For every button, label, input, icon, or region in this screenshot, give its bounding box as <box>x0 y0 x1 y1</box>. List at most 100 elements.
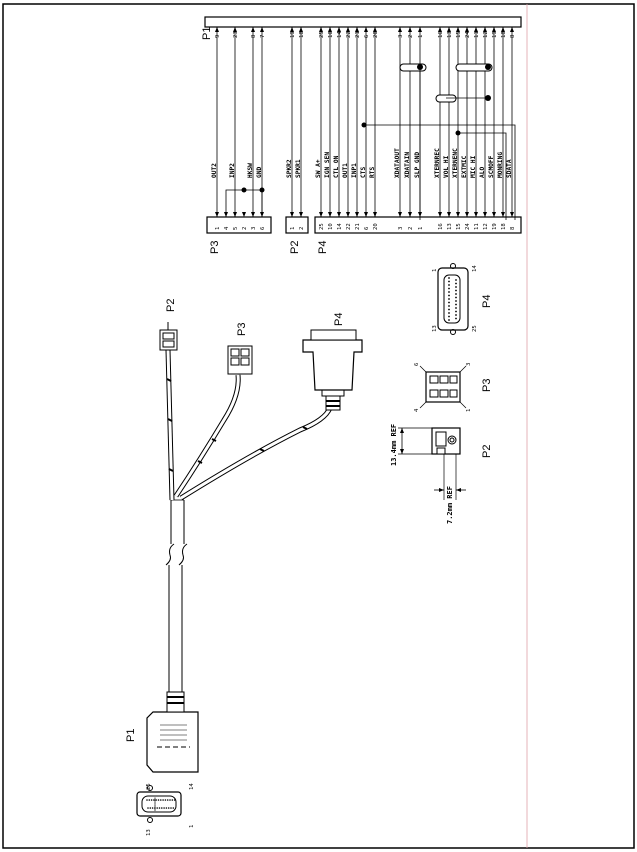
p4-socket <box>448 294 450 297</box>
p4-socket <box>448 319 450 321</box>
p1-socket <box>155 799 157 801</box>
p4-socket <box>455 296 457 299</box>
p4-pin-label-1: 1 <box>432 269 438 272</box>
p3-pin-number: 1 <box>215 227 221 230</box>
p4-p1-pin-number: 10 <box>328 31 334 38</box>
p4-p1-pin-number: 21 <box>355 31 361 38</box>
p2-connector-label: P2 <box>165 299 177 312</box>
p4-connector-label: P4 <box>333 313 345 326</box>
p4-p1-pin-number: 13 <box>447 31 453 38</box>
p4-pin-number: 10 <box>328 223 334 230</box>
p4-socket <box>448 291 450 293</box>
p4-pin-label-13: 13 <box>432 325 438 332</box>
p3-signal-name: OUT2 <box>211 163 218 178</box>
p4-pin-number: 6 <box>364 227 370 230</box>
p4-signal-name: MONRING <box>497 152 504 178</box>
p4-socket <box>448 308 450 311</box>
p4-signal-name: INP1 <box>351 163 358 178</box>
p1-socket <box>150 799 153 801</box>
p4-signal-name: OUT1 <box>342 163 349 178</box>
p4-signal-name: SW A+ <box>315 159 322 178</box>
p4-pin-number: 16 <box>438 223 444 230</box>
p4-signal-name: SCMOFF <box>488 155 495 178</box>
p4-socket <box>455 300 457 302</box>
p3-pin-strip <box>206 216 272 234</box>
p4-socket <box>455 310 457 313</box>
p4-socket <box>455 303 457 306</box>
p4-socket <box>448 287 450 290</box>
p4-p1-pin-number: 3 <box>398 35 404 38</box>
p3-pin-number: 3 <box>251 227 257 230</box>
p4-pin-number: 21 <box>355 223 361 230</box>
p1-socket <box>149 807 152 809</box>
p3-schematic-label: P3 <box>209 241 221 254</box>
p3-pin-number: 4 <box>224 226 230 230</box>
p4-socket <box>455 314 457 316</box>
p1-socket <box>146 799 148 801</box>
p1-socket <box>154 810 156 812</box>
p1-socket <box>154 807 156 809</box>
p4-pin-number: 14 <box>337 223 343 230</box>
p1-socket <box>160 799 162 801</box>
p1-socket <box>154 801 156 803</box>
p3-p1-pin-number: 8 <box>251 34 257 38</box>
cable-tick <box>211 438 217 442</box>
p4-socket <box>448 298 450 300</box>
p3-p1-pin-number: 23 <box>233 31 239 38</box>
p3-signal-name: HKSW <box>247 163 254 178</box>
p4-socket <box>448 315 450 318</box>
p4-socket <box>455 279 457 281</box>
p4-socket <box>448 301 450 304</box>
p3-jumper <box>225 187 265 217</box>
p4-pin-number: 22 <box>346 223 352 230</box>
p4-p1-pin-number: 1 <box>418 35 424 38</box>
p4-connector: P4 <box>302 313 363 411</box>
p4-face-label: P4 <box>481 295 493 308</box>
p1-socket <box>154 805 156 807</box>
p3-connector: P3 <box>227 323 253 375</box>
p1-socket <box>154 799 156 801</box>
p1-socket <box>154 797 156 799</box>
p3-p1-pin-number: 7 <box>260 35 266 38</box>
p1-socket <box>161 807 163 809</box>
p1-socket <box>153 799 155 801</box>
p1-socket <box>147 807 149 809</box>
p4-signal-name: RTS <box>369 167 376 178</box>
p2-connector: P2 <box>159 299 178 351</box>
p4-pin-number: 24 <box>465 223 471 230</box>
p1-socket <box>154 809 156 811</box>
p2-schematic-label: P2 <box>289 241 301 254</box>
p1-socket <box>151 807 154 809</box>
p4-pin-number: 15 <box>456 223 462 230</box>
p2-pin-strip <box>285 216 309 234</box>
p4-signal-name: XTERNENC <box>452 148 459 178</box>
p1-socket <box>156 807 158 809</box>
p4-signal-name: VOL HI <box>443 155 450 178</box>
p3-pin-number: 5 <box>233 227 239 230</box>
p4-signal-name: XDATAOUT <box>394 148 401 178</box>
p4-socket <box>448 280 450 283</box>
p3-face-label: P3 <box>481 379 493 392</box>
p4-pin-label-25: 25 <box>472 325 478 332</box>
p2-height-dimension: 13.4mm REF <box>390 424 398 466</box>
p4-pin-label-14: 14 <box>472 265 478 272</box>
p3-face-view: 6 3 4 1 P3 <box>414 363 493 412</box>
p4-socket <box>455 307 457 309</box>
p4-signal-name: MIC HI <box>470 155 477 178</box>
cable-tick <box>197 460 203 464</box>
p4-p1-pin-number: 8 <box>510 34 516 38</box>
p1-socket <box>165 807 168 809</box>
p4-socket <box>455 289 457 292</box>
